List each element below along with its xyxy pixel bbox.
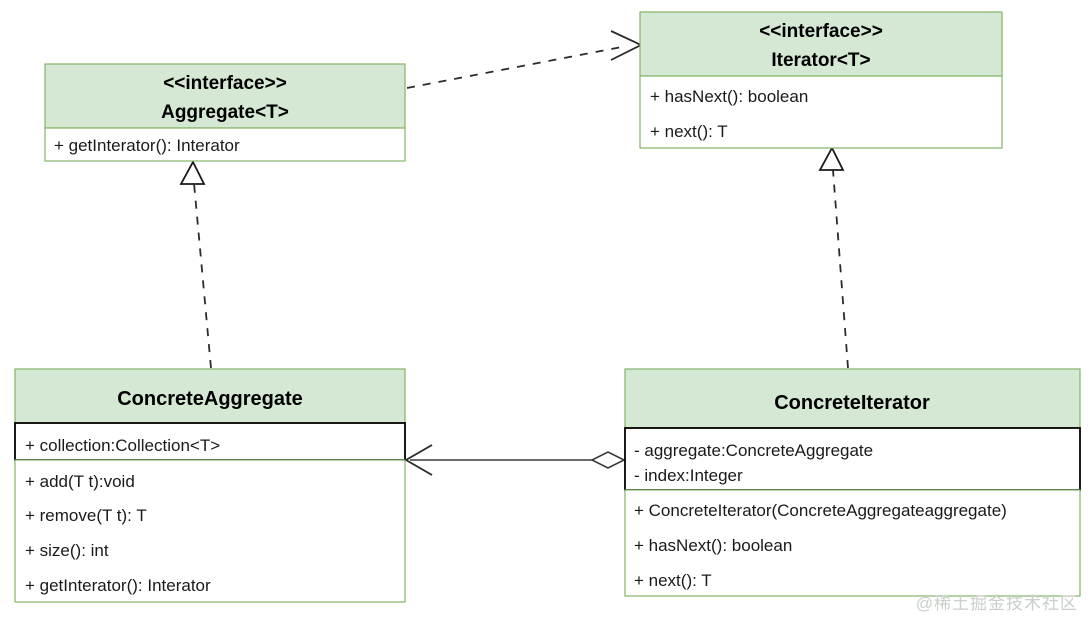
class-box-aggregate[interactable]: <<interface>> Aggregate<T> + getInterato… <box>44 63 406 162</box>
aggregate-header-compartment <box>44 63 406 129</box>
aggregate-member-0: + getInterator(): Interator <box>54 136 240 155</box>
hollow-triangle-icon <box>179 160 206 185</box>
concrete-aggregate-operations-compartment <box>14 459 406 603</box>
concrete-aggregate-operation-1: + remove(T t): T <box>25 506 147 525</box>
aggregate-stereotype: <<interface>> <box>163 73 287 94</box>
iterator-name: Iterator<T> <box>771 50 870 71</box>
iterator-member-0: + hasNext(): boolean <box>650 87 808 106</box>
relation-dependency-aggregate-iterator <box>406 30 644 89</box>
concrete-aggregate-operation-0: + add(T t):void <box>25 472 135 491</box>
class-box-concrete-iterator[interactable]: ConcreteIterator - aggregate:ConcreteAgg… <box>624 368 1081 597</box>
concrete-iterator-operation-1: + hasNext(): boolean <box>634 536 792 555</box>
iterator-header-compartment <box>639 11 1003 77</box>
concrete-aggregate-operation-2: + size(): int <box>25 541 109 560</box>
concrete-aggregate-attributes-compartment <box>14 422 406 461</box>
concrete-iterator-name: ConcreteIterator <box>774 392 930 414</box>
concrete-aggregate-name: ConcreteAggregate <box>117 388 303 410</box>
relation-realization-concreteaggregate-aggregate <box>179 160 212 369</box>
open-arrow-head-icon <box>404 444 433 476</box>
concrete-iterator-operation-2: + next(): T <box>634 571 712 590</box>
iterator-members-compartment <box>639 75 1003 149</box>
class-box-concrete-aggregate[interactable]: ConcreteAggregate + collection:Collectio… <box>14 368 406 603</box>
concrete-iterator-operations-compartment <box>624 489 1081 597</box>
iterator-member-1: + next(): T <box>650 122 728 141</box>
concrete-aggregate-attribute-0: + collection:Collection<T> <box>25 436 220 455</box>
realization-line-left <box>193 182 212 369</box>
relation-aggregation-concreteiterator-concreteaggregate <box>404 444 626 476</box>
relation-realization-concreteiterator-iterator <box>818 146 849 369</box>
concrete-iterator-attribute-0: - aggregate:ConcreteAggregate <box>634 441 873 460</box>
class-box-iterator[interactable]: <<interface>> Iterator<T> + hasNext(): b… <box>639 11 1003 149</box>
watermark: @稀土掘金技术社区 <box>916 594 1078 613</box>
realization-line-right <box>832 169 849 369</box>
open-arrow-head-icon <box>610 30 644 61</box>
concrete-aggregate-header-compartment <box>14 368 406 424</box>
iterator-stereotype: <<interface>> <box>759 21 883 42</box>
hollow-diamond-icon <box>590 451 626 469</box>
concrete-iterator-attribute-1: - index:Integer <box>634 466 743 485</box>
concrete-iterator-operation-0: + ConcreteIterator(ConcreteAggregateaggr… <box>634 501 1007 520</box>
aggregate-members-compartment <box>44 127 406 162</box>
aggregate-name: Aggregate<T> <box>161 102 289 123</box>
concrete-aggregate-operation-3: + getInterator(): Interator <box>25 576 211 595</box>
dependency-line <box>406 45 628 89</box>
hollow-triangle-icon <box>818 146 845 171</box>
